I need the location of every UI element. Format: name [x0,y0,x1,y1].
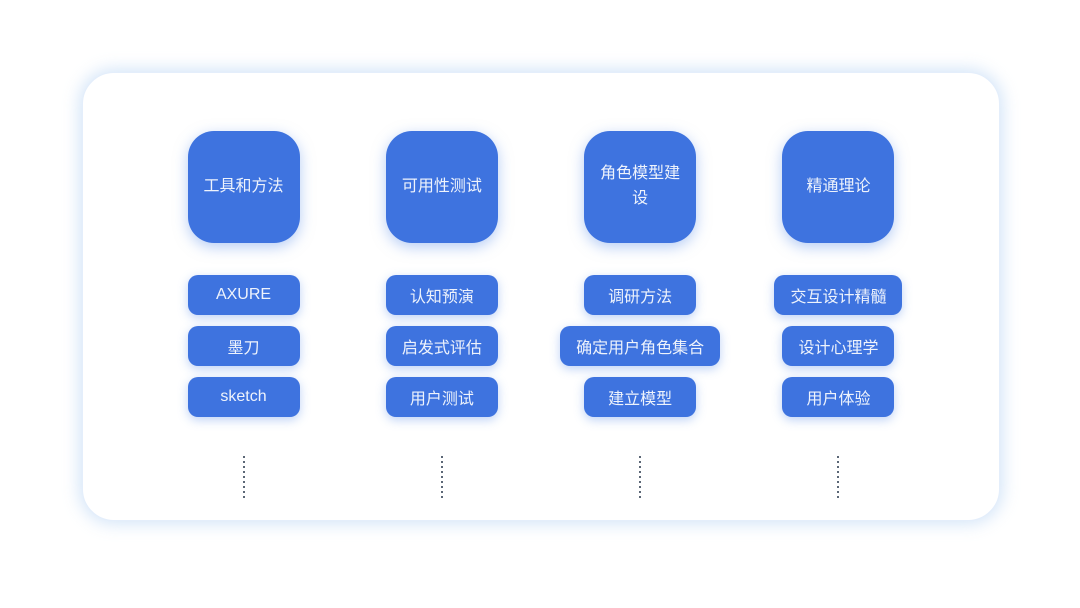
category-item-box[interactable]: 建立模型 [584,377,697,417]
category-item-box[interactable]: 设计心理学 [782,326,895,366]
category-item-box[interactable]: 墨刀 [187,326,300,366]
continuation-dots-icon [837,456,840,498]
category-item-box[interactable]: 启发式评估 [385,326,498,366]
category-item-box[interactable]: 交互设计精髓 [774,275,903,315]
category-header-box[interactable]: 精通理论 [782,131,895,243]
category-item-box[interactable]: 用户测试 [385,377,498,417]
category-header-box[interactable]: 工具和方法 [187,131,300,243]
category-item-box[interactable]: 确定用户角色集合 [560,326,721,366]
continuation-dots-icon [242,456,245,498]
category-column-3: 精通理论交互设计精髓设计心理学用户体验 [740,131,937,520]
category-item-box[interactable]: 调研方法 [584,275,697,315]
category-header-box[interactable]: 角色模型建设 [584,131,697,243]
category-item-box[interactable]: sketch [187,377,300,417]
category-item-box[interactable]: 用户体验 [782,377,895,417]
category-item-box[interactable]: AXURE [187,275,300,315]
category-column-0: 工具和方法 AXURE 墨刀 sketch [145,131,342,520]
category-item-box[interactable]: 认知预演 [385,275,498,315]
category-column-1: 可用性测试认知预演启发式评估用户测试 [343,131,540,520]
category-column-2: 角色模型建设调研方法确定用户角色集合建立模型 [542,131,739,520]
continuation-dots-icon [639,456,642,498]
category-header-box[interactable]: 可用性测试 [385,131,498,243]
continuation-dots-icon [440,456,443,498]
